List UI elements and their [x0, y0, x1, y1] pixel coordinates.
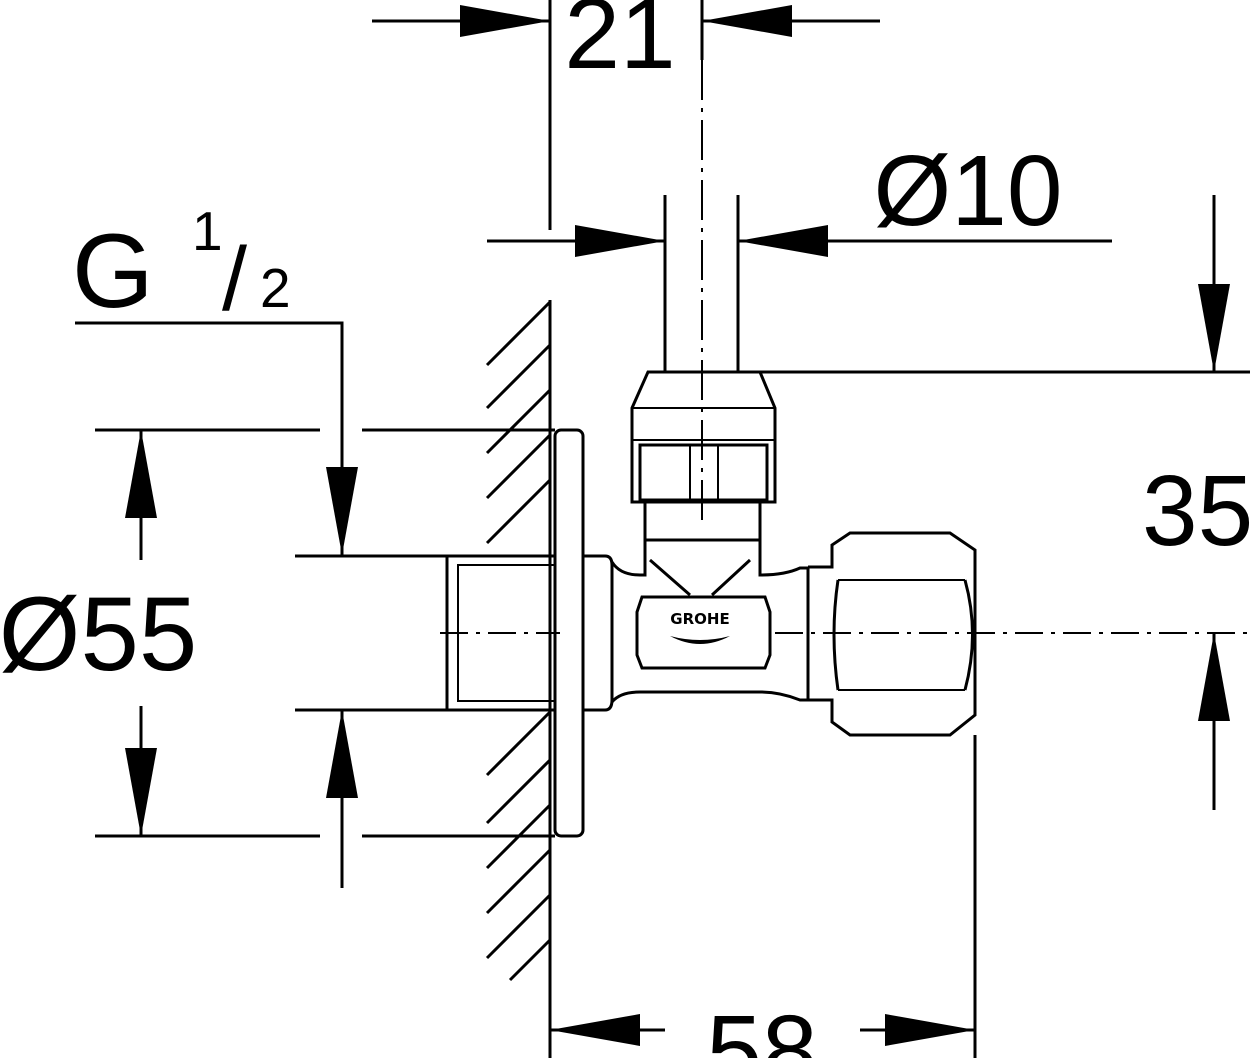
brand-logo: GROHE: [670, 610, 729, 628]
dimension-35: 35: [740, 195, 1250, 810]
wall: [485, 300, 552, 985]
dimension-58: 58: [548, 735, 977, 1058]
dimension-21: 21: [372, 0, 880, 230]
thread-slash: /: [222, 230, 247, 330]
centerlines: [440, 0, 1250, 634]
dim-58-label: 58: [706, 995, 817, 1058]
dim-35-label: 35: [1142, 455, 1250, 567]
upper-nut: [630, 370, 777, 504]
valve-body: [610, 538, 810, 704]
thread-numerator: 1: [192, 200, 223, 262]
angle-valve: GROHE: [445, 195, 977, 838]
thread-denominator: 2: [260, 257, 291, 319]
dimension-pipe-diameter: Ø10: [487, 135, 1112, 257]
dimension-rosette-diameter: Ø55: [0, 428, 555, 838]
logo-plate: [635, 595, 772, 670]
dim-21-label: 21: [564, 0, 675, 90]
thread-g-label: G: [72, 213, 154, 330]
dimension-thread: G 1 / 2: [72, 200, 447, 888]
dim-d10-label: Ø10: [873, 135, 1062, 247]
wall-hatching: [485, 300, 552, 982]
dim-d55-label: Ø55: [0, 576, 197, 693]
